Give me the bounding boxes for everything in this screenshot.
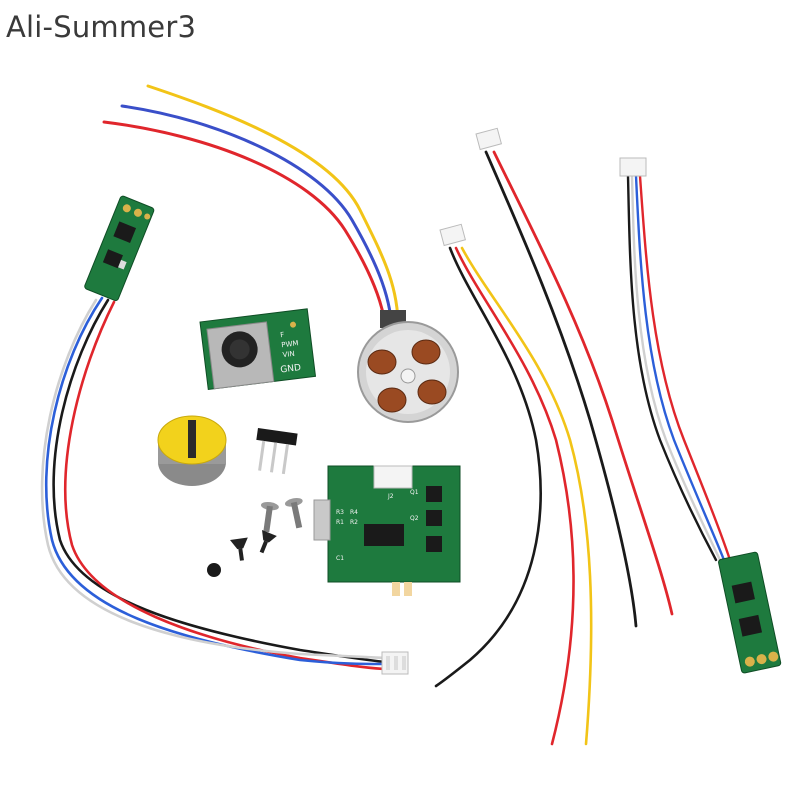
brushless-motor-icon [357, 321, 459, 423]
right-pcb-module [718, 551, 782, 674]
left-wire-harness [40, 296, 387, 671]
screw-icon [230, 537, 248, 561]
long-wire-black [484, 150, 638, 628]
motor-wire-red [102, 120, 388, 337]
driver-label-r1: R1 [336, 519, 344, 526]
long-wire-red [492, 150, 674, 616]
right-wire-red [638, 174, 732, 562]
driver-label-c1: C1 [336, 555, 344, 562]
pot-label-pwm: PWM [281, 339, 299, 349]
motor-wire-blue [120, 104, 394, 337]
screws [207, 497, 303, 577]
left-pcb-module [84, 195, 155, 302]
left-jst-connector [381, 651, 409, 675]
screw-icon [284, 497, 303, 529]
potentiometer-board: GND VIN PWM F [199, 308, 317, 391]
middle-jst-connector [439, 223, 467, 247]
harness-wire-white [40, 298, 387, 660]
pot-label-vin: VIN [282, 350, 295, 359]
driver-label-q1: Q1 [410, 489, 419, 496]
driver-label-r2: R2 [350, 519, 358, 526]
ic-chip [364, 524, 404, 546]
screw-icon [259, 530, 277, 554]
long-wire-pair [484, 150, 674, 628]
right-wire-white [630, 174, 722, 562]
nut-icon [207, 563, 221, 577]
right-wire-black [626, 174, 718, 562]
mid-wire-black [434, 246, 542, 688]
driver-label-r3: R3 [336, 509, 344, 516]
jst-connector-icon [373, 465, 413, 489]
yellow-knob-icon [157, 415, 227, 486]
right-wire-blue [634, 174, 726, 562]
middle-wire-set [434, 246, 593, 746]
driver-label-q2: Q2 [410, 515, 419, 522]
motor-wires [102, 84, 406, 337]
right-jst-connector [619, 157, 647, 177]
watermark: Ali-Summer3 [6, 10, 197, 44]
driver-label-r4: R4 [350, 509, 358, 516]
mid-wire-red [454, 246, 575, 746]
pot-label-gnd: GND [280, 363, 302, 375]
pin-header-icon [256, 428, 298, 475]
motor-wire-yellow [146, 84, 400, 337]
harness-wire-blue [44, 296, 387, 666]
pot-label-f: F [280, 331, 285, 339]
screw-icon [260, 501, 279, 533]
driver-label-j2: J2 [387, 493, 394, 500]
driver-board: J2 R3 R4 R1 R2 Q1 Q2 C1 [313, 465, 461, 596]
mid-wire-yellow [460, 246, 593, 746]
right-wire-harness [626, 174, 732, 562]
top-jst-connector [475, 127, 503, 151]
